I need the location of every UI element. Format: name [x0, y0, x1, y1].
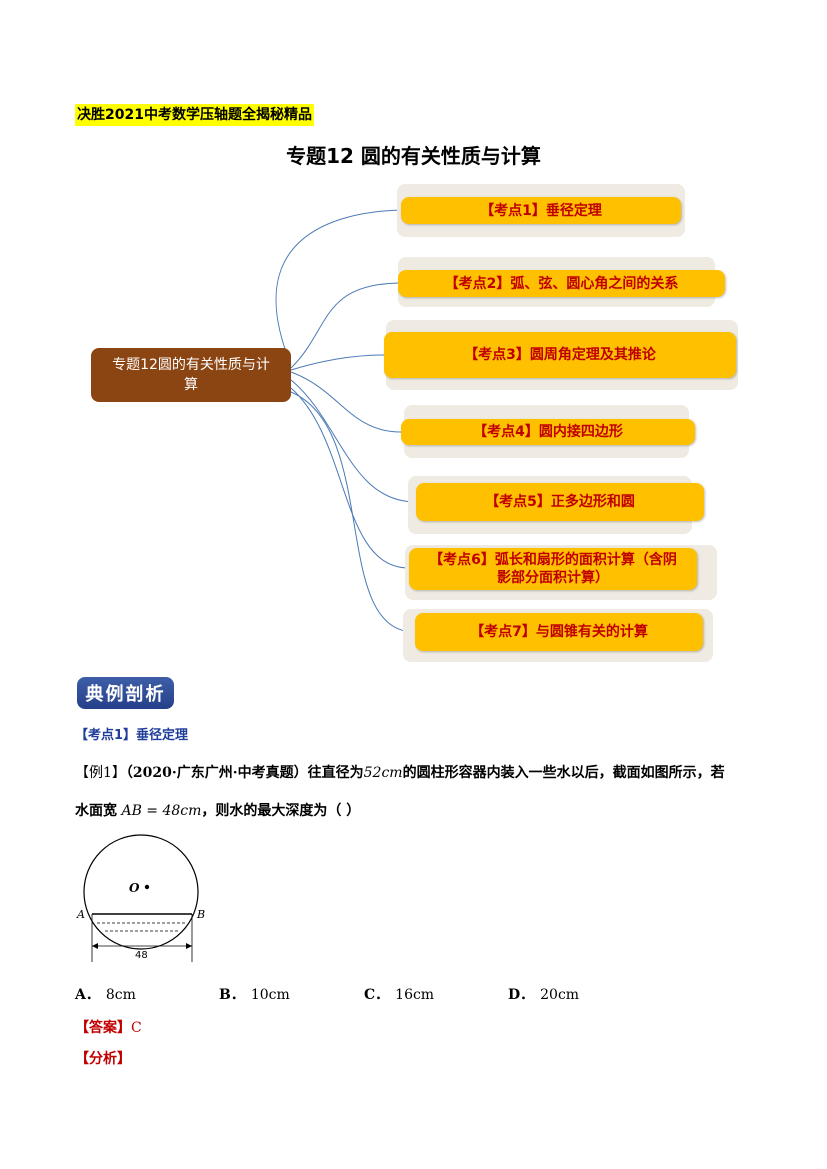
connector-2	[290, 282, 399, 369]
mindmap-node-kp3: 【考点3】圆周角定理及其推论	[384, 332, 736, 378]
node-label: 【考点5】正多边形和圆	[485, 494, 635, 510]
choice-d: D． 20cm	[508, 984, 579, 1004]
series-tag: 决胜2021中考数学压轴题全揭秘精品	[75, 104, 314, 126]
choice-value: 20cm	[540, 987, 580, 1003]
connector-7	[290, 391, 416, 633]
answer-value: C	[131, 1020, 142, 1036]
mindmap-root-label: 专题12圆的有关性质与计算	[112, 357, 270, 393]
example-text: 水面宽	[75, 803, 117, 819]
node-label: 【考点7】与圆锥有关的计算	[470, 624, 648, 640]
choice-b: B． 10cm	[219, 984, 290, 1004]
example-line-2: 水面宽 AB = 48cm，则水的最大深度为（ ）	[75, 800, 775, 820]
node-label: 【考点6】弧长和扇形的面积计算（含阴影部分面积计算）	[429, 552, 677, 586]
mindmap-node-kp7: 【考点7】与圆锥有关的计算	[415, 613, 703, 651]
mindmap-node-kp4: 【考点4】圆内接四边形	[401, 419, 695, 445]
mindmap-node-kp1: 【考点1】垂径定理	[401, 197, 681, 224]
connector-6	[290, 387, 410, 569]
mindmap-connectors	[275, 209, 417, 633]
width-label: 48	[135, 950, 148, 961]
example-text: 的圆柱形容器内装入一些水以后，截面如图所示，若	[402, 765, 725, 781]
node-label: 【考点1】垂径定理	[480, 202, 602, 219]
choice-letter: A．	[75, 987, 100, 1003]
point-b-label: B	[196, 908, 205, 921]
node-label: 【考点4】圆内接四边形	[473, 424, 623, 440]
circle-figure: O A B 48	[76, 834, 205, 962]
choice-letter: D．	[508, 987, 535, 1003]
section-badge: 典例剖析	[77, 677, 174, 709]
analysis-label: 【分析】	[75, 1051, 131, 1067]
center-point	[144, 884, 150, 890]
diameter-value: 52cm	[363, 765, 403, 781]
connector-5	[290, 379, 417, 503]
answer-line: 【答案】C	[75, 1017, 142, 1037]
choice-value: 8cm	[105, 987, 136, 1003]
center-label: O	[129, 881, 140, 895]
choice-letter: B．	[219, 987, 245, 1003]
choice-c: C． 16cm	[364, 984, 434, 1004]
answer-label: 【答案】	[75, 1020, 131, 1036]
choice-value: 10cm	[250, 987, 290, 1003]
connector-3	[290, 354, 385, 371]
example-text: 往直径为	[307, 765, 364, 781]
connector-1	[275, 209, 402, 366]
choice-letter: C．	[364, 987, 390, 1003]
example-source: （2020·广东广州·中考真题）	[125, 765, 308, 781]
example-text: ，则水的最大深度为（ ）	[201, 803, 361, 819]
mindmap-node-kp2: 【考点2】弧、弦、圆心角之间的关系	[398, 270, 725, 297]
analysis-line: 【分析】	[75, 1048, 131, 1068]
circle-outline	[83, 834, 199, 950]
mindmap-root: 专题12圆的有关性质与计算	[91, 348, 291, 402]
node-label: 【考点3】圆周角定理及其推论	[464, 347, 656, 363]
connector-4	[290, 371, 402, 433]
example-label: 【例1】	[75, 765, 126, 781]
choice-value: 16cm	[395, 987, 435, 1003]
kp1-heading: 【考点1】垂径定理	[75, 728, 189, 743]
page-title: 专题12 圆的有关性质与计算	[286, 144, 541, 168]
example-line-1: 【例1】（2020·广东广州·中考真题）往直径为52cm的圆柱形容器内装入一些水…	[75, 762, 775, 782]
mindmap-node-kp5: 【考点5】正多边形和圆	[416, 483, 704, 521]
node-label: 【考点2】弧、弦、圆心角之间的关系	[444, 275, 679, 292]
mindmap-node-kp6: 【考点6】弧长和扇形的面积计算（含阴影部分面积计算）	[409, 548, 697, 590]
point-a-label: A	[76, 908, 85, 921]
ab-expression: AB = 48cm	[121, 803, 202, 819]
choice-a: A． 8cm	[75, 984, 136, 1004]
